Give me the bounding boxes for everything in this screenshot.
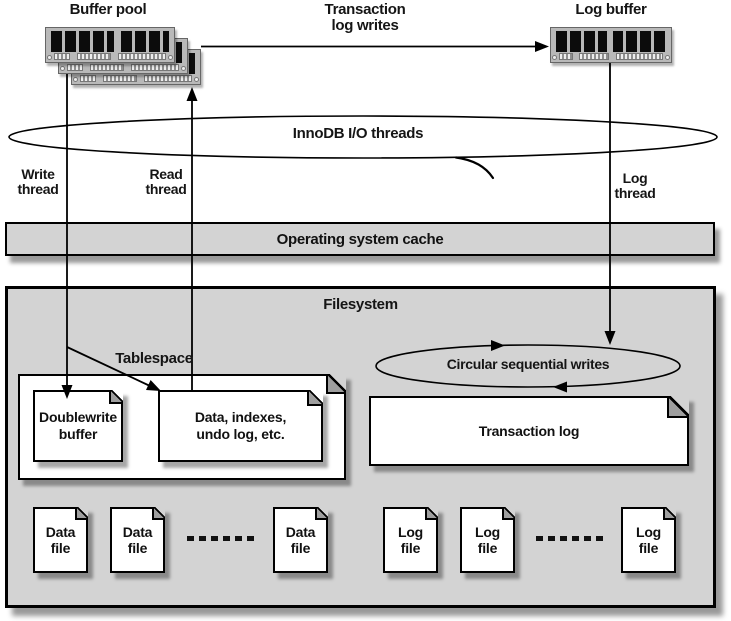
folded-corner-icon [307,390,323,406]
folded-corner-icon [425,507,438,520]
arrowhead-right-icon [535,41,549,52]
log-file-label: Log [635,524,662,540]
write-thread-line1: Write [21,166,55,182]
read-thread-line1: Read [149,166,183,182]
folded-corner-icon [109,390,123,404]
log-buffer-ram-icon [550,27,672,63]
read-thread-line2: thread [145,181,187,197]
ram-module-icon [45,27,175,63]
log-file-label: Log [397,524,424,540]
transaction-log-writes-label: Transaction log writes [295,2,435,34]
transaction-log-writes-line2: log writes [331,17,399,34]
circular-sequential-writes-label: Circular sequential writes [446,356,610,372]
doublewrite-buffer-label: buffer [58,426,98,442]
log-file-doc: Log file [383,507,438,573]
data-file-label: file [127,540,148,556]
folded-corner-icon [667,396,689,418]
transaction-log-doc: Transaction log [369,396,689,466]
data-indexes-undo-label: undo log, etc. [196,426,285,442]
transaction-log-label: Transaction log [478,422,580,439]
ellipse-tail-flourish [454,156,495,180]
data-file-label: Data [285,524,316,540]
log-file-label: file [477,540,498,556]
log-file-label: file [638,540,659,556]
data-indexes-undo-doc: Data, indexes, undo log, etc. [158,390,323,462]
folded-corner-icon [315,507,328,520]
data-file-label: file [50,540,71,556]
read-thread-label: Read thread [132,167,200,197]
log-thread-label: Log thread [601,171,669,201]
ram-chips [51,31,169,52]
log-thread-line2: thread [614,185,656,201]
tablespace-label: Tablespace [115,350,193,367]
data-indexes-undo-label: Data, indexes, [194,409,287,425]
write-thread-label: Write thread [4,167,72,197]
buffer-pool-label: Buffer pool [69,1,147,18]
log-file-label: file [400,540,421,556]
folded-corner-icon [152,507,165,520]
write-thread-line2: thread [17,181,59,197]
folded-corner-icon [75,507,88,520]
operating-system-cache-label: Operating system cache [276,230,444,248]
log-thread-line1: Log [622,170,648,186]
log-files-ellipsis-dashes [536,536,608,541]
operating-system-cache-panel: Operating system cache [5,222,715,256]
log-file-label: Log [474,524,501,540]
innodb-io-threads-label: InnoDB I/O threads [292,125,424,142]
data-file-doc: Data file [273,507,328,573]
folded-corner-icon [663,507,676,520]
data-file-label: Data [122,524,153,540]
data-file-label: file [290,540,311,556]
log-file-doc: Log file [621,507,676,573]
folded-corner-icon [326,374,346,394]
arrowhead-up-icon [186,87,198,101]
data-file-label: Data [45,524,76,540]
log-file-doc: Log file [460,507,515,573]
data-file-doc: Data file [110,507,165,573]
data-files-ellipsis-dashes [187,536,259,541]
filesystem-label: Filesystem [323,296,398,313]
buffer-pool-ram-icon [45,27,201,85]
log-buffer-label: Log buffer [575,1,647,18]
doublewrite-buffer-doc: Doublewrite buffer [33,390,123,462]
doublewrite-buffer-label: Doublewrite [39,409,117,425]
folded-corner-icon [502,507,515,520]
ram-module-icon [550,27,672,63]
data-file-doc: Data file [33,507,88,573]
transaction-log-writes-line1: Transaction [324,1,406,18]
